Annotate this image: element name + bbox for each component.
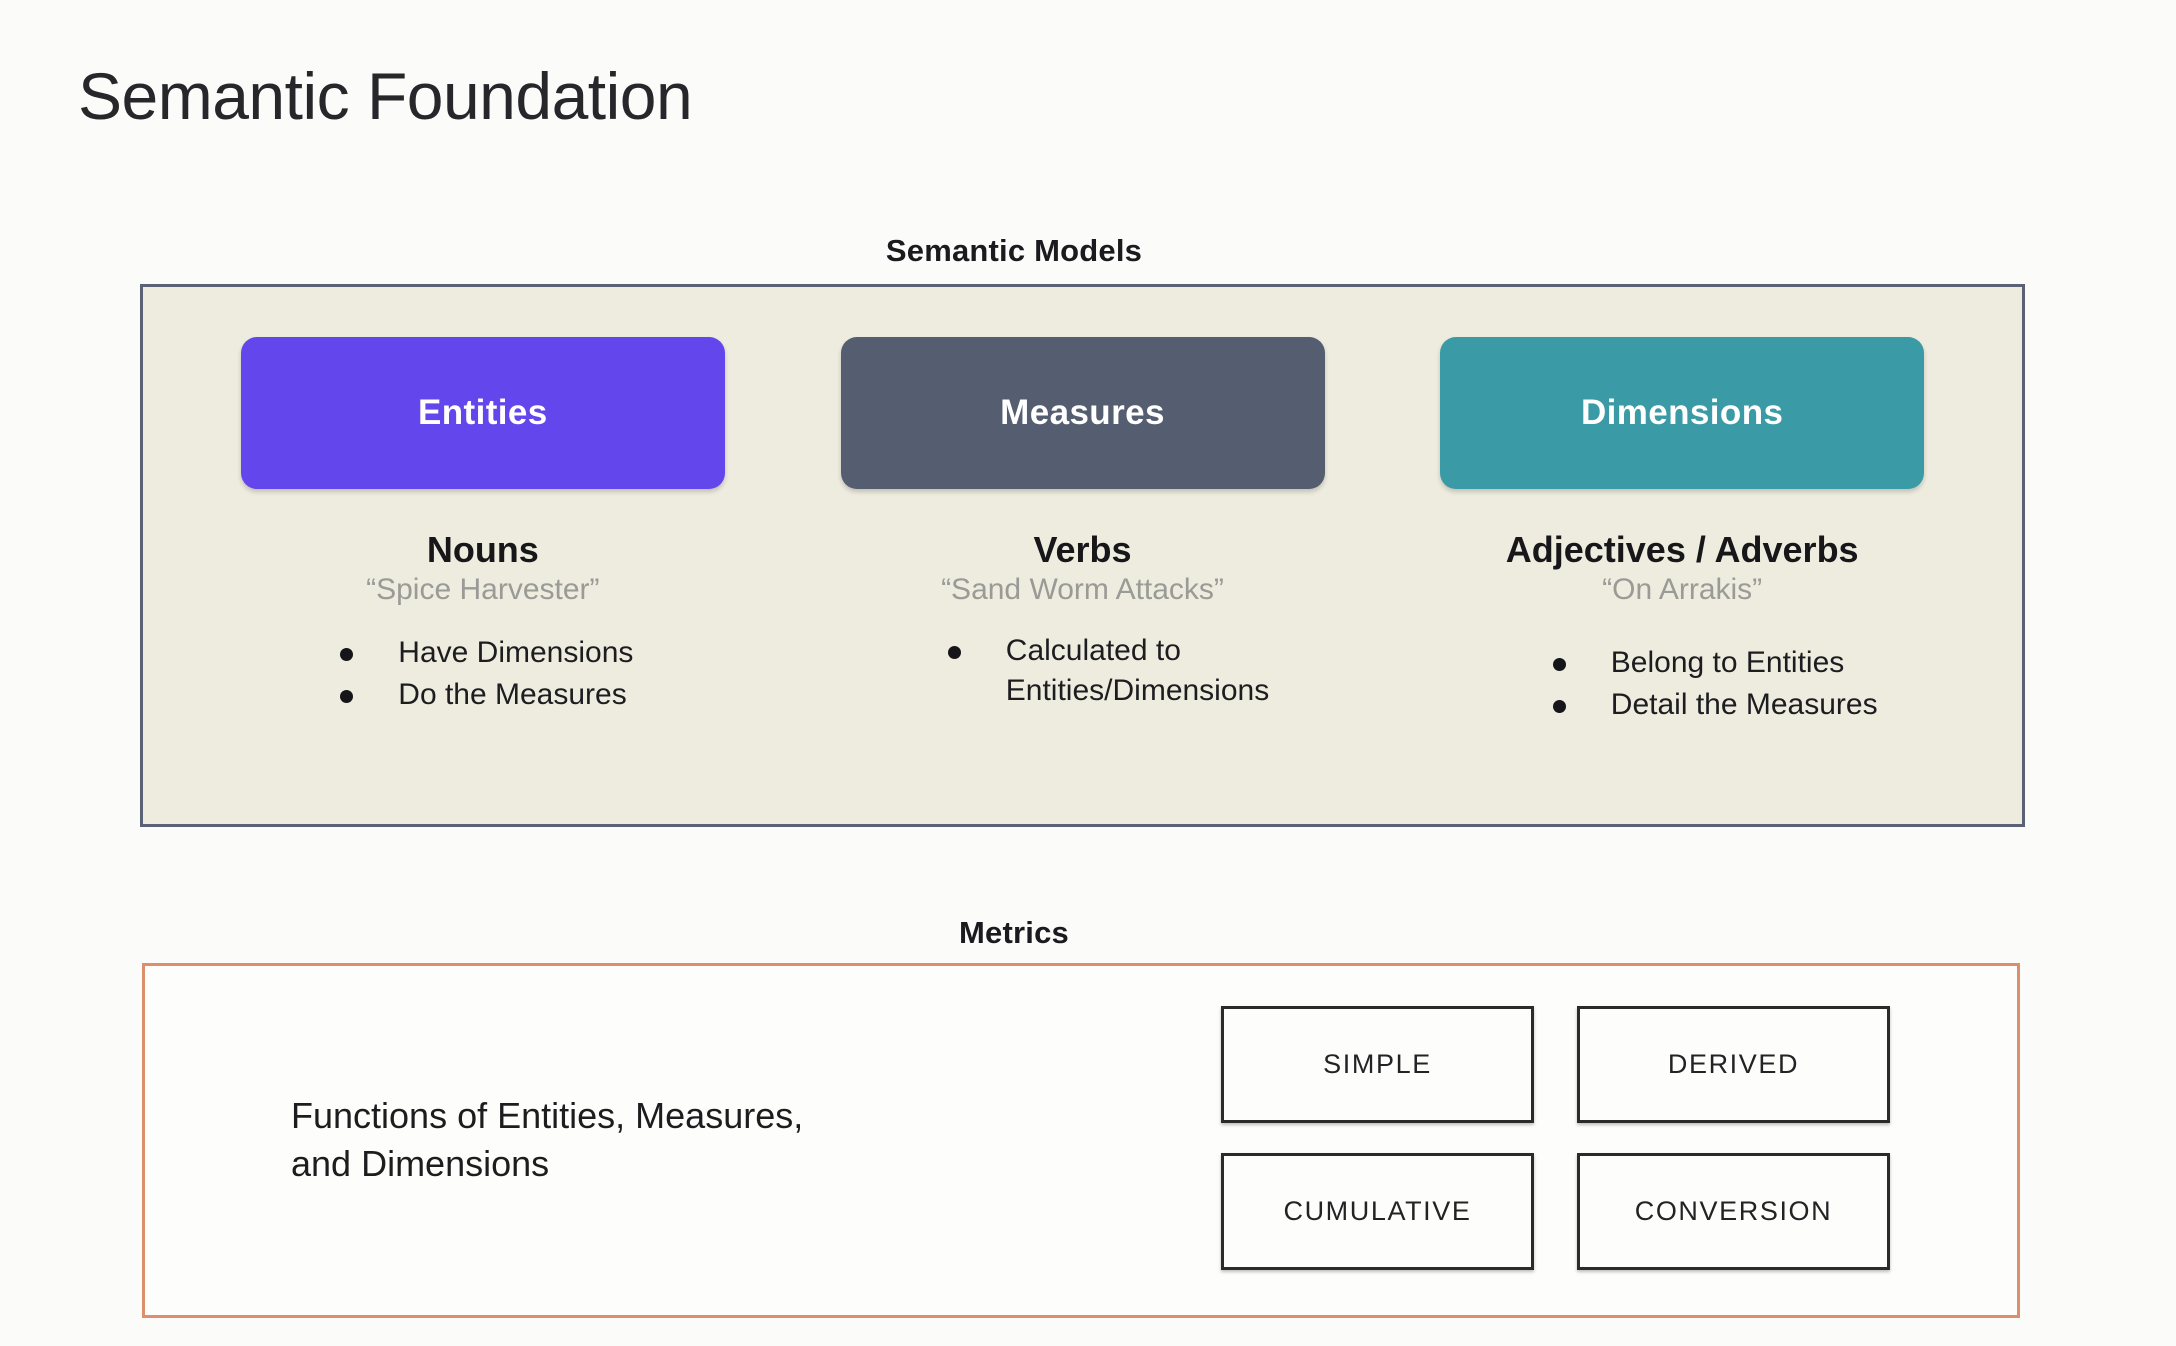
semantic-model-column-entities: Entities Nouns “Spice Harvester” Have Di… <box>183 287 783 824</box>
dimensions-heading: Adjectives / Adverbs <box>1505 529 1859 570</box>
dimensions-bullet-list: Belong to Entities Detail the Measures <box>1539 643 1878 727</box>
measures-example: “Sand Worm Attacks” <box>941 572 1224 606</box>
metrics-caption: Metrics <box>959 915 1069 950</box>
list-item: Do the Measures <box>326 675 633 715</box>
semantic-models-panel: Entities Nouns “Spice Harvester” Have Di… <box>140 284 2025 827</box>
entities-bullet-list: Have Dimensions Do the Measures <box>326 633 633 717</box>
list-item: Calculated to Entities/Dimensions <box>934 631 1269 711</box>
entities-example: “Spice Harvester” <box>366 572 600 606</box>
dimensions-pill[interactable]: Dimensions <box>1440 337 1925 489</box>
entities-heading: Nouns <box>426 529 539 570</box>
metrics-description: Functions of Entities, Measures, and Dim… <box>291 1095 804 1185</box>
page-title: Semantic Foundation <box>78 59 693 133</box>
semantic-model-column-measures: Measures Verbs “Sand Worm Attacks” Calcu… <box>783 287 1383 824</box>
list-item: Belong to Entities <box>1539 643 1878 683</box>
measures-heading: Verbs <box>1033 529 1132 570</box>
metric-type-grid: SIMPLE DERIVED CUMULATIVE CONVERSION <box>1221 1006 1890 1270</box>
metric-type-conversion[interactable]: CONVERSION <box>1577 1153 1890 1270</box>
semantic-models-caption: Semantic Models <box>885 233 1143 268</box>
measures-bullet-list: Calculated to Entities/Dimensions <box>934 631 1269 713</box>
metric-type-simple[interactable]: SIMPLE <box>1221 1006 1534 1123</box>
measures-pill[interactable]: Measures <box>840 337 1325 489</box>
metric-type-cumulative[interactable]: CUMULATIVE <box>1221 1153 1534 1270</box>
dimensions-example: “On Arrakis” <box>1602 572 1763 606</box>
semantic-models-columns: Entities Nouns “Spice Harvester” Have Di… <box>143 287 2022 824</box>
list-item: Have Dimensions <box>326 633 633 673</box>
semantic-model-column-dimensions: Dimensions Adjectives / Adverbs “On Arra… <box>1382 287 1982 824</box>
entities-pill[interactable]: Entities <box>240 337 725 489</box>
list-item: Detail the Measures <box>1539 685 1878 725</box>
metrics-panel: Functions of Entities, Measures, and Dim… <box>142 963 2020 1318</box>
metric-type-derived[interactable]: DERIVED <box>1577 1006 1890 1123</box>
